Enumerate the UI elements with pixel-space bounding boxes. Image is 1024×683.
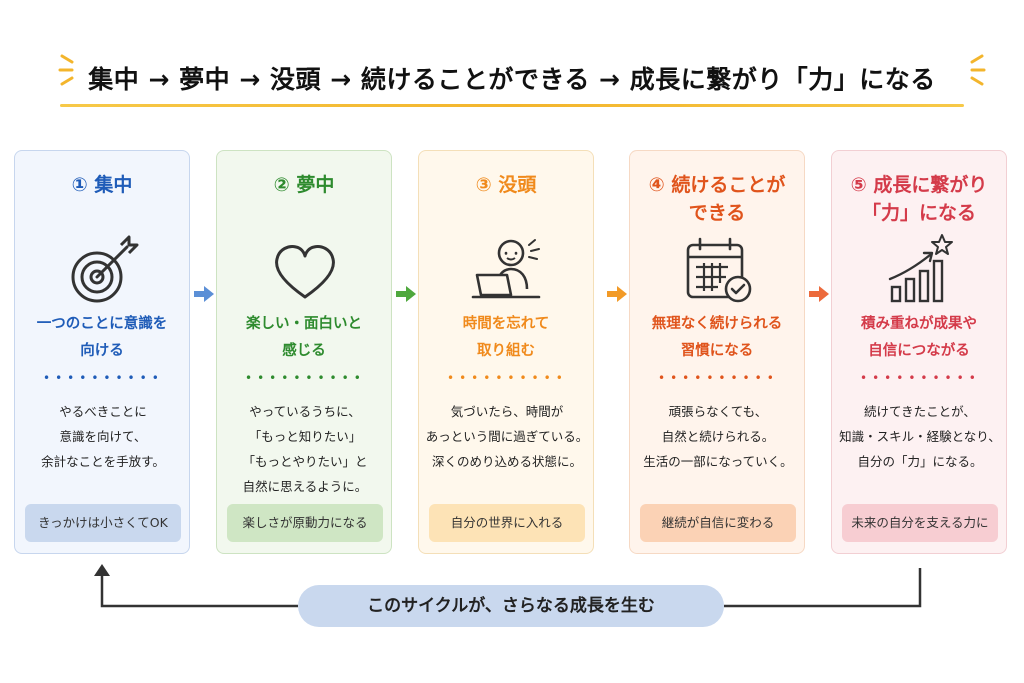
right-arrow-icon: [396, 286, 416, 302]
step-title-line: 「力」になる: [861, 202, 976, 224]
desc-line: 「もっと知りたい」: [248, 429, 362, 444]
dotted-divider: •••••••••••••••: [860, 373, 980, 383]
step-card-immersion: ③ 没頭 時間を忘れて 取り組む ••••••••••••••• 気づいたら、時…: [418, 150, 594, 554]
step-subtitle: 楽しい・面白いと 感じる: [217, 311, 391, 365]
step-subtitle-line: 習慣になる: [680, 343, 754, 359]
step-title: ⑤ 成長に繋がり 「力」になる: [832, 171, 1006, 227]
cycle-label: このサイクルが、さらなる成長を生む: [298, 585, 724, 627]
step-card-focus: ① 集中 一つのことに意識を 向ける ••••••••••••••• やるべきこ…: [14, 150, 190, 554]
step-card-growth: ⑤ 成長に繋がり 「力」になる 積み重ねが成果や 自信につながる •••••••…: [831, 150, 1007, 554]
step-badge: 楽しさが原動力になる: [227, 504, 383, 542]
target-icon: [71, 235, 139, 303]
sparkle-icon: [970, 54, 986, 86]
step-description: 頑張らなくても、 自然と続けられる。 生活の一部になっていく。: [634, 399, 802, 474]
calendar-check-icon: [686, 237, 752, 303]
desc-line: 深くのめり込める状態に。: [431, 454, 582, 469]
dotted-divider: •••••••••••••••: [43, 373, 163, 383]
step-description: やっているうちに、 「もっと知りたい」 「もっとやりたい」と 自然に思えるように…: [221, 399, 389, 499]
step-subtitle: 積み重ねが成果や 自信につながる: [832, 311, 1006, 365]
right-arrow-icon: [809, 286, 829, 302]
desc-line: 意識を向けて、: [59, 429, 147, 444]
step-subtitle-line: 楽しい・面白いと: [246, 316, 362, 332]
desc-line: 気づいたら、時間が: [450, 404, 564, 419]
step-subtitle-line: 取り組む: [477, 343, 535, 359]
step-subtitle-line: 向ける: [80, 343, 124, 359]
desc-line: 知識・スキル・経験となり、: [839, 429, 1001, 444]
step-badge: 自分の世界に入れる: [429, 504, 585, 542]
step-title-line: ④ 続けることが: [648, 174, 786, 196]
step-badge: きっかけは小さくてOK: [25, 504, 181, 542]
desc-line: 自然に思えるように。: [242, 479, 368, 494]
right-arrow-icon: [607, 286, 627, 302]
heart-icon: [275, 245, 335, 299]
page-title: 集中 → 夢中 → 没頭 → 続けることができる → 成長に繋がり「力」になる: [88, 65, 936, 94]
desc-line: あっという間に過ぎている。: [425, 429, 589, 444]
step-subtitle-line: 積み重ねが成果や: [861, 316, 977, 332]
person-laptop-icon: [471, 239, 541, 299]
step-title: ③ 没頭: [475, 174, 537, 196]
dotted-divider: •••••••••••••••: [245, 373, 365, 383]
step-subtitle: 時間を忘れて 取り組む: [419, 311, 593, 365]
step-subtitle-line: 感じる: [282, 343, 326, 359]
step-badge: 未来の自分を支える力に: [842, 504, 998, 542]
right-arrow-icon: [194, 286, 214, 302]
desc-line: 自分の「力」になる。: [857, 454, 983, 469]
desc-line: 続けてきたことが、: [864, 404, 976, 419]
step-title: ② 夢中: [273, 174, 335, 196]
growth-chart-icon: [888, 234, 953, 303]
step-description: やるべきことに 意識を向けて、 余計なことを手放す。: [19, 399, 187, 474]
desc-line: 頑張らなくても、: [668, 404, 768, 419]
desc-line: 自然と続けられる。: [661, 429, 775, 444]
step-subtitle-line: 自信につながる: [868, 343, 970, 359]
step-subtitle-line: 時間を忘れて: [462, 316, 550, 332]
step-title: ① 集中: [71, 174, 133, 196]
dotted-divider: •••••••••••••••: [658, 373, 778, 383]
step-subtitle-line: 一つのことに意識を: [36, 316, 168, 332]
sparkle-icon: [58, 54, 74, 86]
desc-line: 生活の一部になっていく。: [643, 454, 793, 469]
step-title: ④ 続けることが できる: [630, 171, 804, 227]
desc-line: 「もっとやりたい」と: [242, 454, 368, 469]
dotted-divider: •••••••••••••••: [447, 373, 567, 383]
header: 集中 → 夢中 → 没頭 → 続けることができる → 成長に繋がり「力」になる: [0, 44, 1024, 116]
step-subtitle: 一つのことに意識を 向ける: [15, 311, 189, 365]
step-subtitle: 無理なく続けられる 習慣になる: [630, 311, 804, 365]
title-underline: [60, 104, 964, 107]
desc-line: やっているうちに、: [249, 404, 361, 419]
step-card-continue: ④ 続けることが できる 無理なく続けられる 習慣になる •••••••••••…: [629, 150, 805, 554]
step-description: 続けてきたことが、 知識・スキル・経験となり、 自分の「力」になる。: [836, 399, 1004, 474]
desc-line: 余計なことを手放す。: [41, 454, 165, 469]
step-card-absorbed: ② 夢中 楽しい・面白いと 感じる ••••••••••••••• やっているう…: [216, 150, 392, 554]
desc-line: やるべきことに: [59, 404, 147, 419]
step-subtitle-line: 無理なく続けられる: [651, 316, 783, 332]
step-title-line: ⑤ 成長に繋がり: [850, 174, 988, 196]
step-description: 気づいたら、時間が あっという間に過ぎている。 深くのめり込める状態に。: [423, 399, 591, 474]
step-badge: 継続が自信に変わる: [640, 504, 796, 542]
step-title-line: できる: [688, 202, 746, 224]
